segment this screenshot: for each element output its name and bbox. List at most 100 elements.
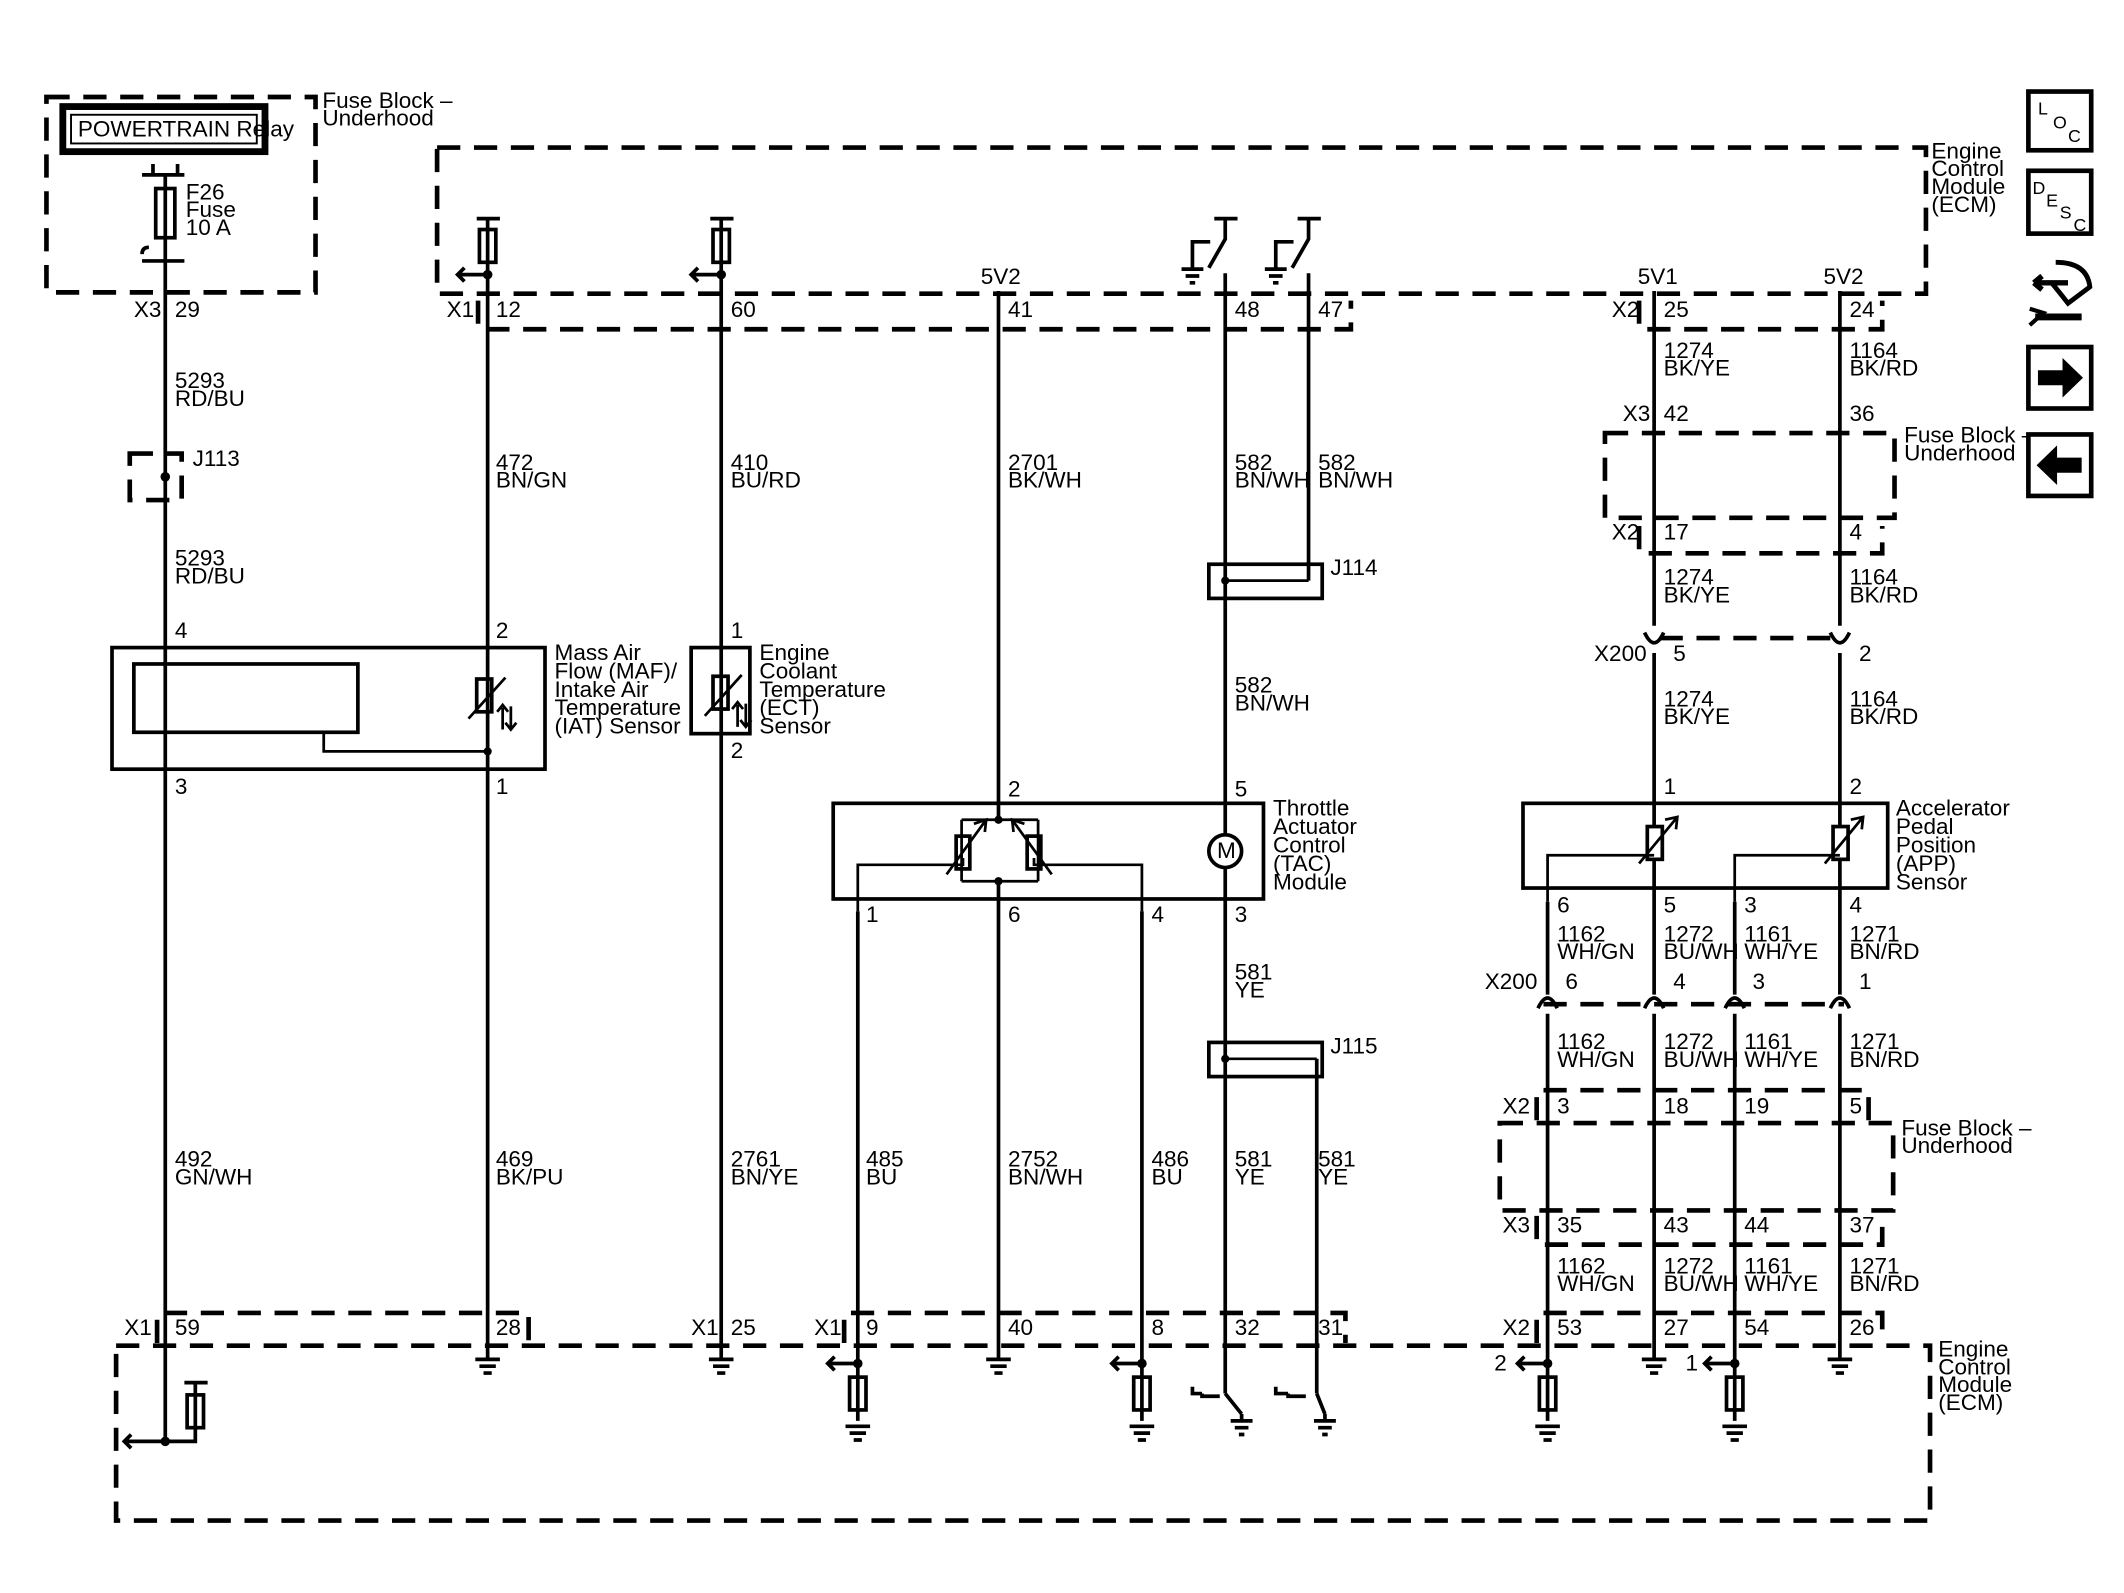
pin-x200-4: 4 — [1673, 969, 1686, 994]
connector-x2-top: X2 — [1612, 297, 1640, 322]
pin-ecm-27: 27 — [1664, 1315, 1689, 1340]
pin-app-2: 2 — [1849, 774, 1862, 799]
location-button[interactable]: L O C — [2026, 89, 2094, 153]
pin-60: 60 — [731, 297, 756, 322]
pin-17: 17 — [1664, 520, 1689, 545]
pin-ecm-8: 8 — [1151, 1315, 1164, 1340]
fuse-block-top-outline — [44, 94, 318, 295]
next-page-button[interactable] — [2026, 344, 2094, 411]
ecm-internal-492 — [121, 1380, 208, 1450]
connector-x1-bottom-c: X1 — [814, 1315, 842, 1340]
pin-tac-2: 2 — [1008, 776, 1021, 801]
connector-x2-top-outline — [1636, 300, 1885, 332]
connector-x200-top: X200 — [1594, 641, 1647, 666]
pin-36: 36 — [1849, 401, 1874, 426]
wire-2701-2752 — [986, 291, 1011, 1375]
fuse-id: F26 — [186, 179, 225, 204]
pin-ecm-31: 31 — [1318, 1315, 1343, 1340]
pin-12: 12 — [496, 297, 521, 322]
previous-page-button[interactable] — [2026, 432, 2094, 499]
ref-5v2-top: 5V2 — [981, 264, 1021, 289]
pin-ecm-26: 26 — [1849, 1315, 1874, 1340]
pin-x200-3: 3 — [1752, 969, 1765, 994]
pin-ect-2: 2 — [731, 738, 744, 763]
wire-472-469 — [454, 216, 500, 1375]
connector-x1-bottom-a: X1 — [124, 1315, 152, 1340]
pin-ecm-53: 53 — [1557, 1315, 1582, 1340]
pin-ecm-25: 25 — [731, 1315, 756, 1340]
desc-letter-s: S — [2060, 203, 2072, 223]
connector-repair-button[interactable] — [2025, 252, 2094, 328]
app-sensor — [1521, 801, 1890, 902]
splice-j113-label: J113 — [193, 446, 240, 471]
fuse-block-top-label: Fuse Block – Underhood — [322, 88, 459, 131]
arrow-right-icon — [2037, 357, 2084, 398]
loc-letter-c: C — [2068, 126, 2081, 146]
connector-x2-right: X2 — [1612, 520, 1640, 545]
loc-letter-l: L — [2038, 99, 2048, 119]
pin-ecm-54: 54 — [1744, 1315, 1769, 1340]
maf-iat-sensor — [110, 645, 547, 772]
pin-maf-3: 3 — [175, 774, 188, 799]
pin-fb-19: 19 — [1744, 1093, 1769, 1118]
wire-485 — [825, 911, 871, 1442]
loc-letter-o: O — [2053, 112, 2067, 132]
pin-ecm-28: 28 — [496, 1315, 521, 1340]
pin-ecm-32: 32 — [1235, 1315, 1260, 1340]
arrow-left-icon — [2036, 445, 2082, 486]
pin-48: 48 — [1235, 297, 1260, 322]
fuse-block-right2-label: Fuse Block – Underhood — [1901, 1115, 2038, 1158]
maf-label: Mass Air Flow (MAF)/ Intake Air Temperat… — [555, 640, 688, 739]
fuse-block-right1-outline — [1602, 430, 1897, 556]
connector-x3-fb: X3 — [1503, 1212, 1531, 1237]
desc-letter-c: C — [2073, 215, 2086, 235]
pin-2-x200: 2 — [1859, 641, 1872, 666]
pin-25: 25 — [1664, 297, 1689, 322]
pin-app-3: 3 — [1744, 893, 1757, 918]
wire-1164-5v2 — [1828, 291, 1852, 827]
pin-4-fb1: 4 — [1849, 520, 1862, 545]
pin-fb-18: 18 — [1664, 1093, 1689, 1118]
fuse-f26 — [140, 163, 185, 263]
tac-label: Throttle Actuator Control (TAC) Module — [1273, 796, 1363, 895]
pin-tac-4: 4 — [1151, 902, 1164, 927]
connector-x3-top: X3 — [134, 297, 162, 322]
description-button[interactable]: D E S C — [2026, 168, 2094, 236]
connector-x1-bottom-b: X1 — [691, 1315, 719, 1340]
pin-ecm-59: 59 — [175, 1315, 200, 1340]
pin-app-4: 4 — [1849, 893, 1862, 918]
pin-47: 47 — [1318, 297, 1343, 322]
connector-x2-fb: X2 — [1503, 1093, 1531, 1118]
fuse-block-right2-outline — [1497, 1087, 1896, 1247]
ecm-bottom-label: Engine Control Module (ECM) — [1938, 1337, 2018, 1415]
wire-410-2761 — [688, 216, 734, 1375]
splice-j113 — [127, 451, 184, 503]
pin-app-5: 5 — [1664, 893, 1677, 918]
wire-582-581 — [1181, 216, 1336, 1437]
wire-1271 — [1827, 859, 1853, 1375]
pin-42: 42 — [1664, 401, 1689, 426]
splice-j115-label: J115 — [1330, 1033, 1377, 1058]
connector-x200-bottom: X200 — [1485, 969, 1538, 994]
pin-fb-5: 5 — [1849, 1093, 1862, 1118]
pin-tac-1: 1 — [866, 902, 879, 927]
pin-tac-6: 6 — [1008, 902, 1021, 927]
